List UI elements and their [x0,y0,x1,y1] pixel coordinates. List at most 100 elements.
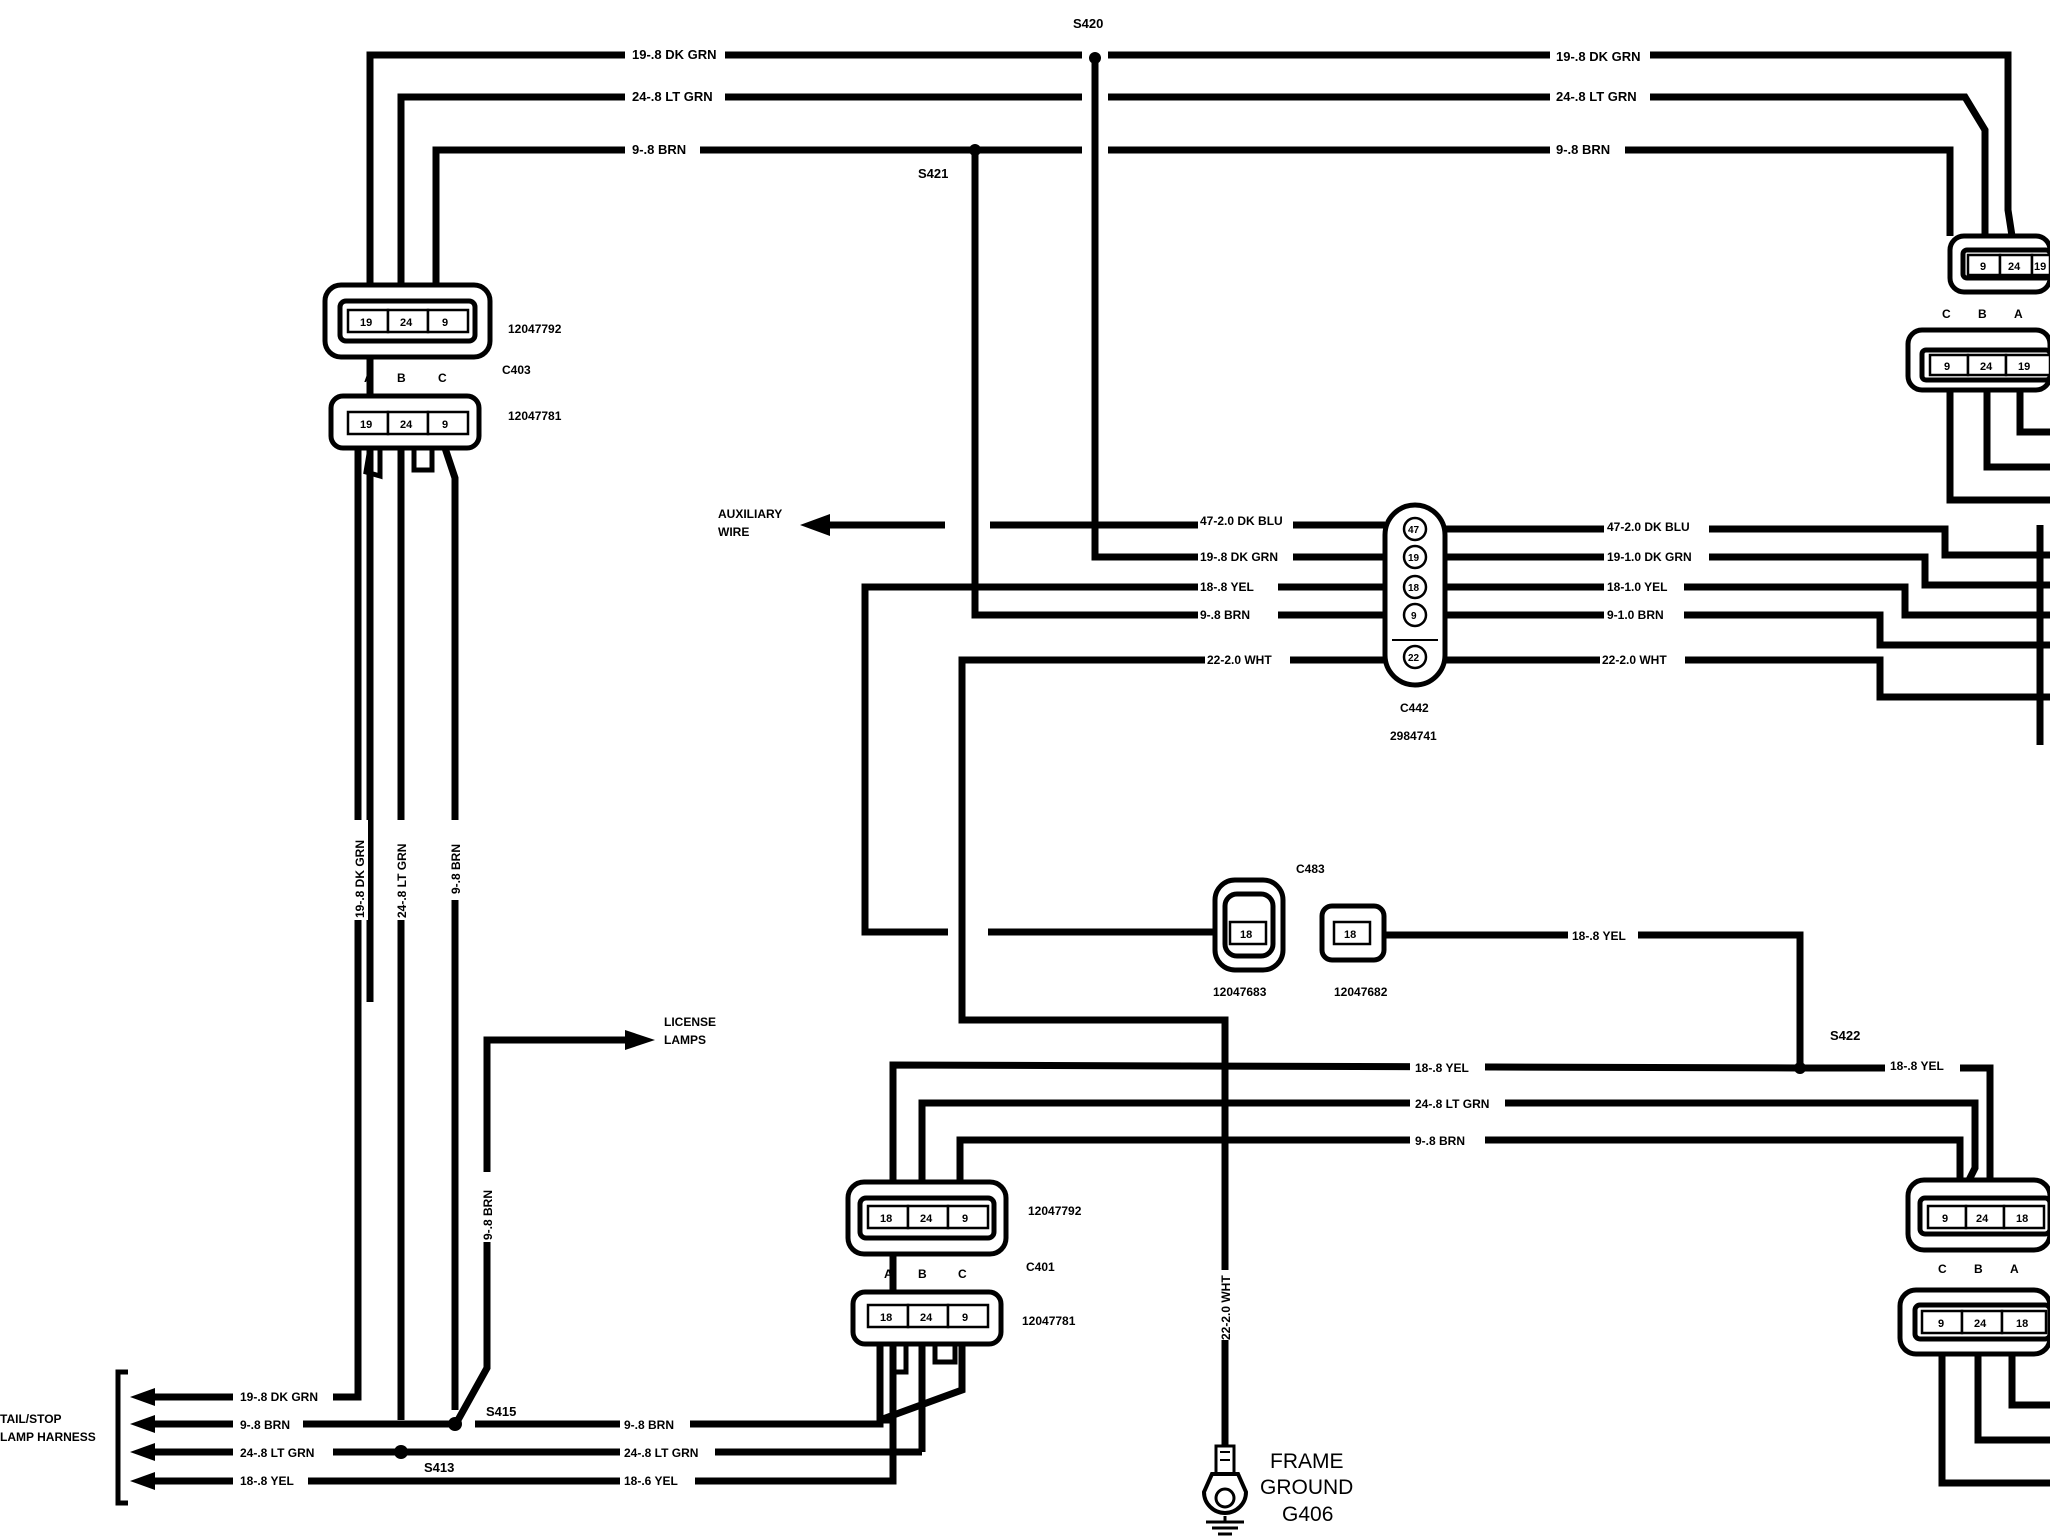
ground-icon [1201,1444,1249,1536]
c403-pin-top-3: 9 [442,317,448,329]
right-top-pin-bottom-3: 19 [2018,361,2030,373]
c403-pin-bottom-1: 19 [360,419,372,431]
connector-c483: 18 18 [1212,877,1387,973]
top-wire-lt-grn [397,93,1989,296]
c403-name: C403 [502,363,531,377]
top-left-wire-label-3: 9-.8 BRN [632,142,686,157]
c442-left-label-1: 47-2.0 DK BLU [1200,514,1283,528]
mid-wire-label-lt-grn: 24-.8 LT GRN [1415,1097,1489,1111]
ground-label-2: GROUND [1260,1476,1353,1499]
c442-left-label-5: 22-2.0 WHT [1207,653,1272,667]
harness-arrow-icon [130,1472,155,1490]
harness-left-label-1: 19-.8 DK GRN [240,1390,318,1404]
right-top-pin-bottom-2: 24 [1980,361,1993,373]
c483-part-right: 12047682 [1334,985,1388,999]
c442-name: C442 [1400,701,1429,715]
auxiliary-label-2: WIRE [718,525,749,539]
c403-letter-c: C [438,371,447,385]
harness-left-label-3: 24-.8 LT GRN [240,1446,314,1460]
c483-pin-right: 18 [1344,929,1356,941]
c442-pin-5: 22 [1408,653,1420,664]
harness-arrow-icon [130,1388,155,1406]
right-bottom-letter-a: A [2010,1262,2019,1276]
top-right-wire-label-3: 9-.8 BRN [1556,142,1610,157]
vertical-wire-label-dk-grn: 19-.8 DK GRN [353,840,367,918]
harness-right-label-1: 9-.8 BRN [624,1418,674,1432]
ground-label-3: G406 [1282,1503,1333,1526]
auxiliary-arrow-icon [800,514,830,536]
c442-right-label-4: 9-1.0 BRN [1607,608,1664,622]
splice-s422 [1794,1062,1806,1074]
c442-part: 2984741 [1390,729,1437,743]
right-top-letter-a: A [2014,307,2023,321]
c442-pin-3: 18 [1408,583,1420,594]
tail-stop-label-2: LAMP HARNESS [0,1430,96,1444]
c403-pin-bottom-2: 24 [400,419,413,431]
c442-right-label-1: 47-2.0 DK BLU [1607,520,1690,534]
mid-wire-label-yel: 18-.8 YEL [1415,1061,1469,1075]
license-wire-label: 9-.8 BRN [481,1190,495,1240]
c442-left-label-3: 18-.8 YEL [1200,580,1254,594]
ground-label-1: FRAME [1270,1450,1344,1473]
splice-s421-label: S421 [918,166,948,181]
c403-part-bottom: 12047781 [508,409,562,423]
c442-left-label-4: 9-.8 BRN [1200,608,1250,622]
c401-part-top: 12047792 [1028,1204,1082,1218]
c442-pin-2: 19 [1408,553,1420,564]
harness-left-label-4: 18-.8 YEL [240,1474,294,1488]
right-top-letter-c: C [1942,307,1951,321]
top-wire-dk-grn [366,51,2016,1002]
vertical-wire-label-lt-grn: 24-.8 LT GRN [395,844,409,918]
harness-arrow-icon [130,1415,155,1433]
c401-letter-b: B [918,1267,927,1281]
splice-s422-label: S422 [1830,1028,1860,1043]
c483-part-left: 12047683 [1213,985,1267,999]
harness-right-label-3: 18-.6 YEL [624,1474,678,1488]
right-bottom-pin-top-3: 18 [2016,1213,2028,1225]
c401-letter-a: A [884,1267,893,1281]
right-top-pin-top-3: 19 [2034,261,2046,273]
c401-pin-top-3: 9 [962,1213,968,1225]
c403-letter-a: A [364,371,373,385]
splice-s415-label: S415 [486,1404,516,1419]
splice-s420-label: S420 [1073,16,1103,31]
c403-pin-bottom-3: 9 [442,419,448,431]
harness-left-label-2: 9-.8 BRN [240,1418,290,1432]
right-top-letter-b: B [1978,307,1987,321]
right-bottom-pin-bottom-3: 18 [2016,1318,2028,1330]
right-bottom-pin-top-2: 24 [1976,1213,1989,1225]
c483-wire-label: 18-.8 YEL [1572,929,1626,943]
vertical-wire-label-brn: 9-.8 BRN [449,844,463,894]
connector-right-bottom: 9 24 18 C B A 9 24 18 [1897,1177,2050,1357]
right-top-pin-top-2: 24 [2008,261,2021,273]
harness-arrow-icon [130,1443,155,1461]
mid-wire-label-brn: 9-.8 BRN [1415,1134,1465,1148]
c401-part-bottom: 12047781 [1022,1314,1076,1328]
tail-stop-label-1: TAIL/STOP [0,1412,62,1426]
right-top-pin-top-1: 9 [1980,261,1986,273]
c401-pin-bottom-3: 9 [962,1312,968,1324]
splice-s415 [448,1417,462,1431]
c442-pin-4: 9 [1411,611,1417,622]
top-right-wire-label-2: 24-.8 LT GRN [1556,89,1637,104]
right-top-pin-bottom-1: 9 [1944,361,1950,373]
c401-pin-top-2: 24 [920,1213,933,1225]
c483-pin-left: 18 [1240,929,1252,941]
splice-s413-label: S413 [424,1460,454,1475]
c401-letter-c: C [958,1267,967,1281]
c401-pin-bottom-1: 18 [880,1312,892,1324]
c442-left-label-2: 19-.8 DK GRN [1200,550,1278,564]
license-label-2: LAMPS [664,1033,706,1047]
top-left-wire-label-1: 19-.8 DK GRN [632,47,717,62]
auxiliary-label-1: AUXILIARY [718,507,782,521]
connector-right-top: 9 24 19 C B A 9 24 19 [1905,233,2050,393]
c442-right-label-5: 22-2.0 WHT [1602,653,1667,667]
connector-c442: 47 19 18 9 22 [1382,502,1448,688]
right-bottom-letter-c: C [1938,1262,1947,1276]
splice-s421 [969,144,981,156]
c403-pin-top-1: 19 [360,317,372,329]
c442-right-label-2: 19-1.0 DK GRN [1607,550,1692,564]
license-arrow-icon [625,1030,655,1050]
c403-part-top: 12047792 [508,322,562,336]
c403-pin-top-2: 24 [400,317,413,329]
